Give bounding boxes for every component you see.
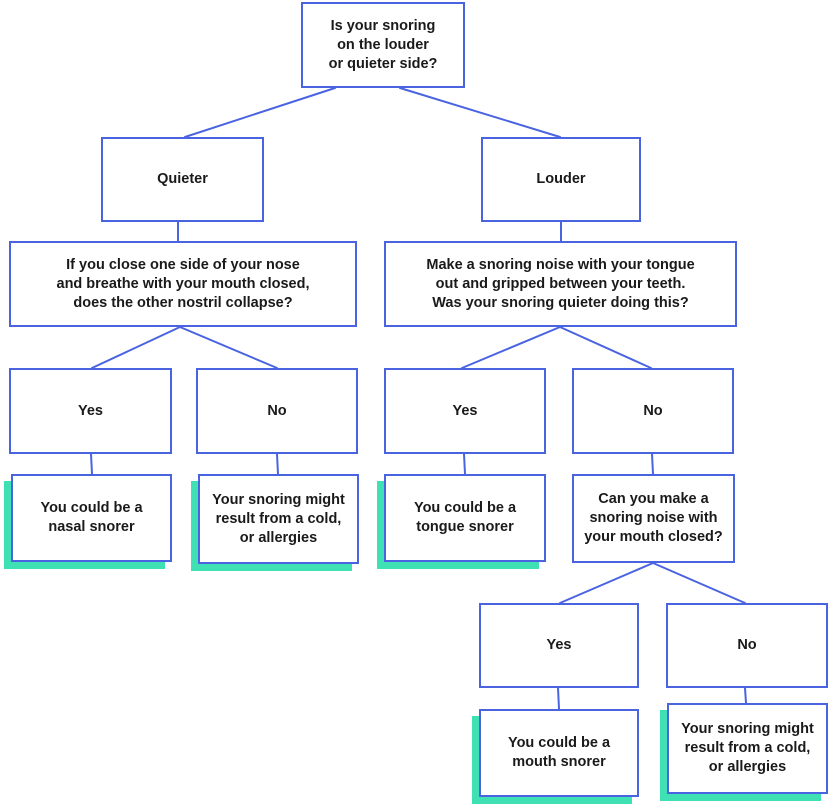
root-question-text: Is your snoring on the louder or quieter… [328, 17, 438, 72]
tongue-question-text: Make a snoring noise with your tongue ou… [426, 256, 695, 311]
nose-question-text: If you close one side of your nose and b… [56, 256, 310, 311]
louder-yes-node: Yes [384, 368, 546, 454]
edge-tongue-yes [461, 326, 561, 369]
mouth-yes-text: Yes [546, 637, 572, 653]
edge-qno-cold [276, 453, 279, 475]
edge-lyes-tongue [463, 453, 466, 475]
louder-text: Louder [536, 171, 586, 187]
quieter-yes-node: Yes [9, 368, 172, 454]
mouth-snorer-text: You could be a mouth snorer [507, 735, 611, 770]
tongue-snorer-text: You could be a tongue snorer [413, 500, 517, 535]
nasal-snorer-text: You could be a nasal snorer [40, 500, 143, 535]
edge-qyes-nasal [90, 453, 93, 475]
nose-question-node: If you close one side of your nose and b… [9, 241, 357, 327]
mouth-no-text: No [737, 637, 757, 653]
mouth-yes-node: Yes [479, 603, 639, 688]
tongue-snorer-result: You could be a tongue snorer [384, 474, 546, 562]
edge-root-louder [399, 87, 561, 138]
edge-myes-mouth [557, 687, 560, 710]
edge-lno-mouthq [651, 453, 654, 475]
mouth-question-node: Can you make a snoring noise with your m… [572, 474, 735, 563]
edge-mouthq-yes [559, 562, 654, 604]
edge-tongue-no [559, 326, 652, 369]
edge-nose-no [179, 326, 278, 369]
tongue-question-node: Make a snoring noise with your tongue ou… [384, 241, 737, 327]
mouth-snorer-result: You could be a mouth snorer [479, 709, 639, 797]
mouth-no-node: No [666, 603, 828, 688]
quieter-no-text: No [267, 402, 287, 419]
louder-yes-text: Yes [452, 402, 478, 419]
quieter-no-node: No [196, 368, 358, 454]
edge-mouthq-no [652, 562, 746, 604]
root-question-node: Is your snoring on the louder or quieter… [301, 2, 465, 88]
mouth-question-text: Can you make a snoring noise with your m… [584, 491, 723, 545]
cold-allergies-result-1: Your snoring might result from a cold, o… [198, 474, 359, 564]
quieter-text: Quieter [157, 171, 208, 187]
edge-root-quieter [184, 87, 336, 138]
louder-no-node: No [572, 368, 734, 454]
cold-allergies-text-1: Your snoring might result from a cold, o… [212, 491, 345, 546]
cold-allergies-result-2: Your snoring might result from a cold, o… [667, 703, 828, 794]
louder-no-text: No [643, 402, 663, 419]
edge-mno-cold [744, 687, 747, 704]
quieter-node: Quieter [101, 137, 264, 222]
louder-node: Louder [481, 137, 641, 222]
quieter-yes-text: Yes [78, 402, 103, 419]
nasal-snorer-result: You could be a nasal snorer [11, 474, 172, 562]
edge-nose-yes [91, 326, 181, 369]
cold-allergies-text-2: Your snoring might result from a cold, o… [681, 721, 814, 775]
